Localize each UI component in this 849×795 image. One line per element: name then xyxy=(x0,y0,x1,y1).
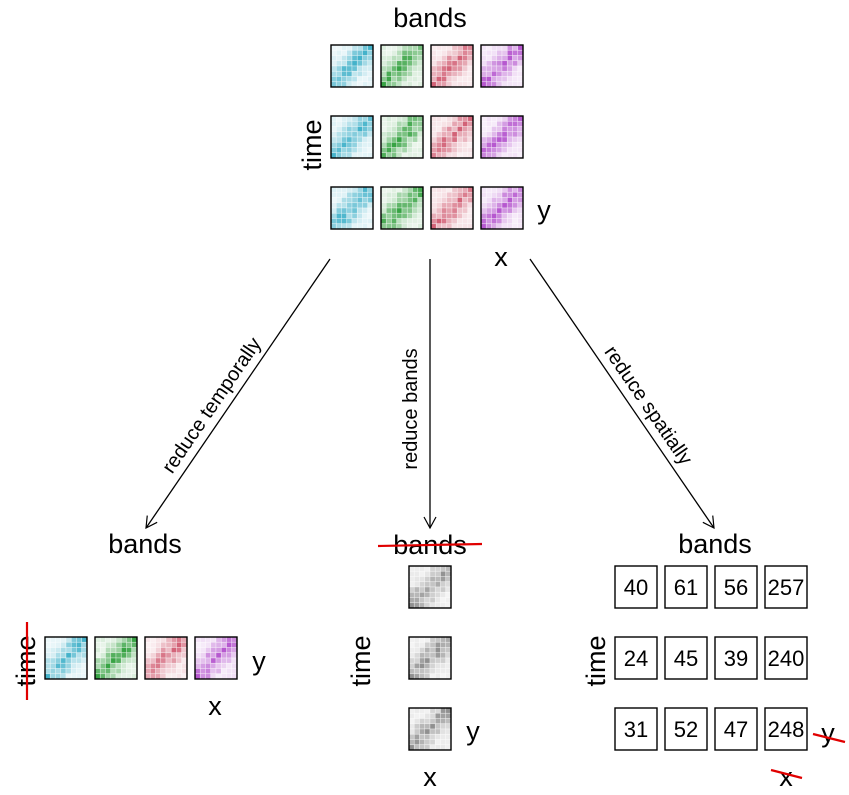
left-y-label: y xyxy=(252,646,266,676)
top-bands-title: bands xyxy=(393,3,467,33)
middle-time-label: time xyxy=(346,635,376,686)
right-value-cell: 45 xyxy=(664,636,708,680)
right-time-label: time xyxy=(581,635,611,686)
right-value-text: 40 xyxy=(624,575,648,600)
right-value-grid: 40 61 56 257 24 45 39 240 31 52 47 248 xyxy=(614,565,808,751)
right-value-text: 257 xyxy=(768,575,805,600)
right-value-cell: 61 xyxy=(664,565,708,609)
right-value-text: 52 xyxy=(674,717,698,742)
top-tile xyxy=(380,186,424,230)
arrow-reduce-spatially xyxy=(529,258,715,530)
right-value-cell: 40 xyxy=(614,565,658,609)
middle-bands-strike xyxy=(377,542,483,548)
top-tile xyxy=(480,186,524,230)
right-value-cell: 240 xyxy=(764,636,808,680)
right-value-cell: 257 xyxy=(764,565,808,609)
left-tile xyxy=(194,636,238,680)
top-tile xyxy=(330,44,374,88)
top-time-label: time xyxy=(297,119,327,170)
left-x-label: x xyxy=(208,691,222,721)
middle-y-label: y xyxy=(466,716,480,746)
top-tile xyxy=(380,44,424,88)
right-value-text: 45 xyxy=(674,646,698,671)
top-tile xyxy=(380,115,424,159)
reduction-arrows: reduce temporally reduce bands reduce sp… xyxy=(145,258,715,530)
top-tile xyxy=(430,44,474,88)
left-tile-grid xyxy=(44,636,238,680)
top-tile xyxy=(480,44,524,88)
top-tile xyxy=(330,115,374,159)
right-x-strike xyxy=(770,768,803,780)
right-value-text: 61 xyxy=(674,575,698,600)
top-tile xyxy=(480,115,524,159)
right-x-label: x xyxy=(779,762,793,792)
top-tile xyxy=(430,186,474,230)
top-tile-grid xyxy=(330,44,524,230)
middle-tile xyxy=(408,707,452,751)
top-y-label: y xyxy=(537,195,551,225)
label-reduce-spatially: reduce spatially xyxy=(600,342,697,469)
left-tile xyxy=(94,636,138,680)
right-value-text: 240 xyxy=(768,646,805,671)
right-value-cell: 31 xyxy=(614,707,658,751)
right-value-cell: 39 xyxy=(714,636,758,680)
right-cube: bands 40 61 56 257 24 45 39 240 31 52 47 248 time y… xyxy=(581,529,846,792)
top-tile xyxy=(330,186,374,230)
right-bands-title: bands xyxy=(678,529,752,559)
right-value-cell: 47 xyxy=(714,707,758,751)
right-value-cell: 52 xyxy=(664,707,708,751)
middle-tile xyxy=(408,565,452,609)
right-y-label: y xyxy=(821,718,835,748)
right-value-text: 39 xyxy=(724,646,748,671)
top-tile xyxy=(430,115,474,159)
top-cube: bands time y x xyxy=(297,3,551,272)
left-cube: bands time y x xyxy=(11,529,266,721)
left-tile xyxy=(44,636,88,680)
middle-tile xyxy=(408,636,452,680)
middle-cube: bands time y x xyxy=(346,530,483,792)
top-x-label: x xyxy=(494,242,508,272)
arrow-reduce-temporally xyxy=(145,258,331,530)
right-value-cell: 24 xyxy=(614,636,658,680)
right-value-cell: 248 xyxy=(764,707,808,751)
left-tile xyxy=(144,636,188,680)
middle-tile-grid xyxy=(408,565,452,751)
right-value-text: 47 xyxy=(724,717,748,742)
label-reduce-bands: reduce bands xyxy=(400,348,422,469)
right-value-text: 24 xyxy=(624,646,648,671)
right-value-text: 31 xyxy=(624,717,648,742)
left-bands-title: bands xyxy=(108,529,182,559)
right-y-strike xyxy=(812,732,846,744)
right-value-text: 248 xyxy=(768,717,805,742)
right-value-text: 56 xyxy=(724,575,748,600)
label-reduce-temporally: reduce temporally xyxy=(158,334,266,478)
right-value-cell: 56 xyxy=(714,565,758,609)
middle-x-label: x xyxy=(423,762,437,792)
